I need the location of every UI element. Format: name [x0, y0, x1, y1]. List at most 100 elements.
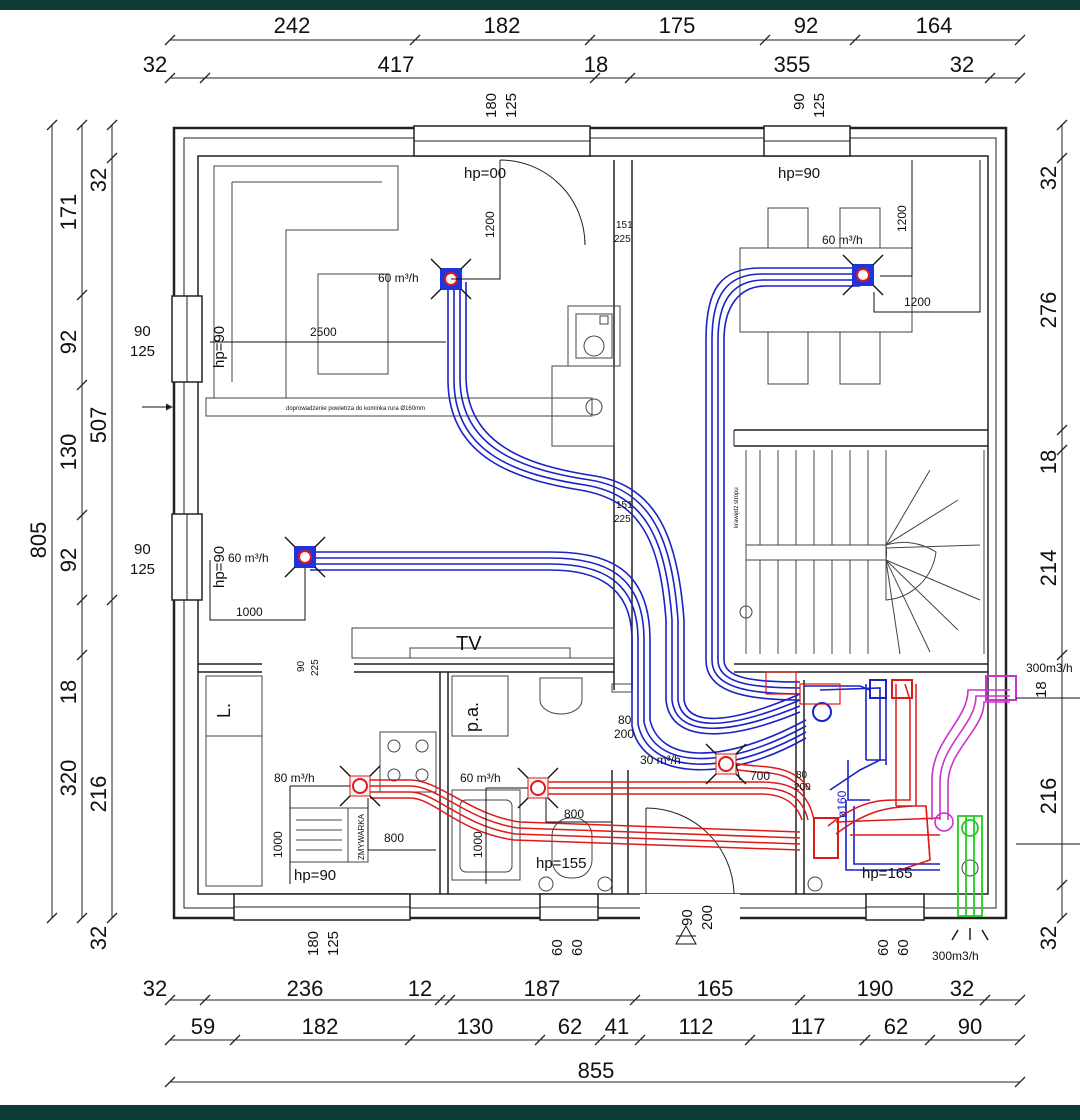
dim-left-32a: 32: [86, 168, 111, 192]
sill-hp155: hp=155: [536, 855, 586, 872]
dim-bot2-8: 62: [884, 1014, 908, 1039]
supply-terminal-1: [339, 765, 381, 807]
win-br-w: 60: [875, 939, 892, 956]
frac-1-bottom: 225: [614, 234, 631, 245]
dim-1000: 1000: [236, 605, 263, 619]
airflow-2: 60 m³/h: [228, 551, 269, 565]
airflow-1: 60 m³/h: [378, 271, 419, 285]
win-l2-w: 90: [134, 541, 151, 558]
frac-4-bottom: 225: [310, 659, 321, 676]
win-tr-h: 125: [811, 93, 828, 118]
airflow-6: 30 m³/h: [640, 753, 681, 767]
dim-bot2-3: 130: [457, 1014, 494, 1039]
sill-hp165: hp=165: [862, 865, 912, 882]
label-zmywarka: ZMYWARKA: [357, 813, 366, 860]
airflow-5: 60 m³/h: [460, 771, 501, 785]
dimension-lines: [46, 34, 1068, 1088]
right-dimensions: 32 276 18 214 216 32: [1036, 166, 1061, 950]
dim-left-18: 18: [56, 680, 81, 704]
dim-top-3: 175: [659, 13, 696, 38]
dim-bot2-9: 90: [958, 1014, 982, 1039]
helper-lines: [209, 160, 981, 884]
sill-hp00: hp=00: [464, 165, 506, 182]
dim-right-32a: 32: [1036, 166, 1061, 190]
win-l1-w: 90: [134, 323, 151, 340]
dim-top2-3: 18: [584, 52, 608, 77]
win-br-h: 60: [895, 939, 912, 956]
frac-3-bottom: 200: [614, 727, 634, 741]
left-dimensions: 805 171 92 130 92 18 320 32 507 216 32: [26, 168, 111, 950]
label-slab-edge: krawędź stropu: [734, 487, 740, 528]
dim-bot2-1: 59: [191, 1014, 215, 1039]
dim-bot2-2: 182: [302, 1014, 339, 1039]
frac-1-top: 151: [616, 220, 633, 231]
dim-top-5: 164: [916, 13, 953, 38]
dim-top2-2: 417: [378, 52, 415, 77]
dim-bot-6: 190: [857, 976, 894, 1001]
dim-right-214: 214: [1036, 550, 1061, 587]
frac-5-top: 80: [796, 770, 808, 781]
bottom-dimensions: 32 236 12 187 165 190 32 59 182 130 62 4…: [143, 976, 982, 1083]
win-bl-h: 125: [325, 931, 342, 956]
frac-5-bottom: 200: [794, 782, 811, 793]
dim-bot-2: 236: [287, 976, 324, 1001]
win-l1-h: 125: [130, 343, 155, 360]
dim-1200-a: 1200: [483, 211, 497, 238]
frac-2-top: 151: [616, 500, 633, 511]
door-h: 200: [699, 905, 716, 930]
exhaust-ducts: [310, 267, 940, 871]
dim-1000-vert-2: 1000: [471, 831, 485, 858]
door-marker: [675, 924, 697, 945]
supply-terminal-2: [517, 767, 559, 809]
exhaust-terminal-2: [284, 536, 326, 578]
supply-ducts: [370, 671, 941, 871]
win-tl-h: 125: [503, 93, 520, 118]
labels: hp=00 hp=90 hp=90 hp=90 hp=90 hp=155 hp=…: [130, 93, 1073, 963]
dim-right-216: 216: [1036, 778, 1061, 815]
win-bm-h: 60: [569, 939, 586, 956]
dim-bot-3: 12: [408, 976, 432, 1001]
dim-left-507: 507: [86, 407, 111, 444]
win-bl-w: 180: [305, 931, 322, 956]
label-pa: p.a.: [462, 702, 482, 732]
win-tl-w: 180: [483, 93, 500, 118]
dim-top2-1: 32: [143, 52, 167, 77]
staircase: [739, 450, 985, 655]
dim-bot2-4: 62: [558, 1014, 582, 1039]
label-phi160: ø160: [835, 790, 849, 818]
sill-hp90-left-1: hp=90: [211, 326, 228, 368]
label-L: L.: [214, 703, 234, 718]
frac-4-top: 90: [296, 660, 307, 672]
sill-hp90-left-2: hp=90: [211, 546, 228, 588]
dim-2500: 2500: [310, 325, 337, 339]
fresh-air-intake: [931, 675, 1017, 832]
dim-left-171: 171: [56, 194, 81, 231]
dim-top2-4: 355: [774, 52, 811, 77]
label-tv: TV: [456, 633, 482, 655]
dim-bot2-6: 112: [678, 1014, 713, 1039]
dim-left-32b: 32: [86, 926, 111, 950]
airflow-intake: 300m3/h: [1026, 661, 1073, 675]
dim-bot-5: 165: [697, 976, 734, 1001]
walls: [171, 125, 1008, 921]
dim-right-276: 276: [1036, 292, 1061, 329]
dim-top-2: 182: [484, 13, 521, 38]
dim-left-320: 320: [56, 760, 81, 797]
dim-top2-5: 32: [950, 52, 974, 77]
dim-left-216: 216: [86, 776, 111, 813]
win-tr-w: 90: [791, 93, 808, 110]
airflow-4: 80 m³/h: [274, 771, 315, 785]
dim-left-92a: 92: [56, 330, 81, 354]
dim-bot2-7: 117: [790, 1014, 825, 1039]
supply-terminal-3: [705, 743, 747, 785]
dim-bot2-5: 41: [605, 1014, 629, 1039]
label-fireplace-supply: doprowadzenie powietrza do kominka rura …: [286, 406, 425, 412]
dim-right-18: 18: [1036, 450, 1061, 474]
dim-right-32b: 32: [1036, 926, 1061, 950]
dim-left-805: 805: [26, 522, 51, 559]
dim-total: 855: [578, 1058, 615, 1083]
exhaust-outlet: [957, 815, 983, 917]
dim-bot-7: 32: [950, 976, 974, 1001]
